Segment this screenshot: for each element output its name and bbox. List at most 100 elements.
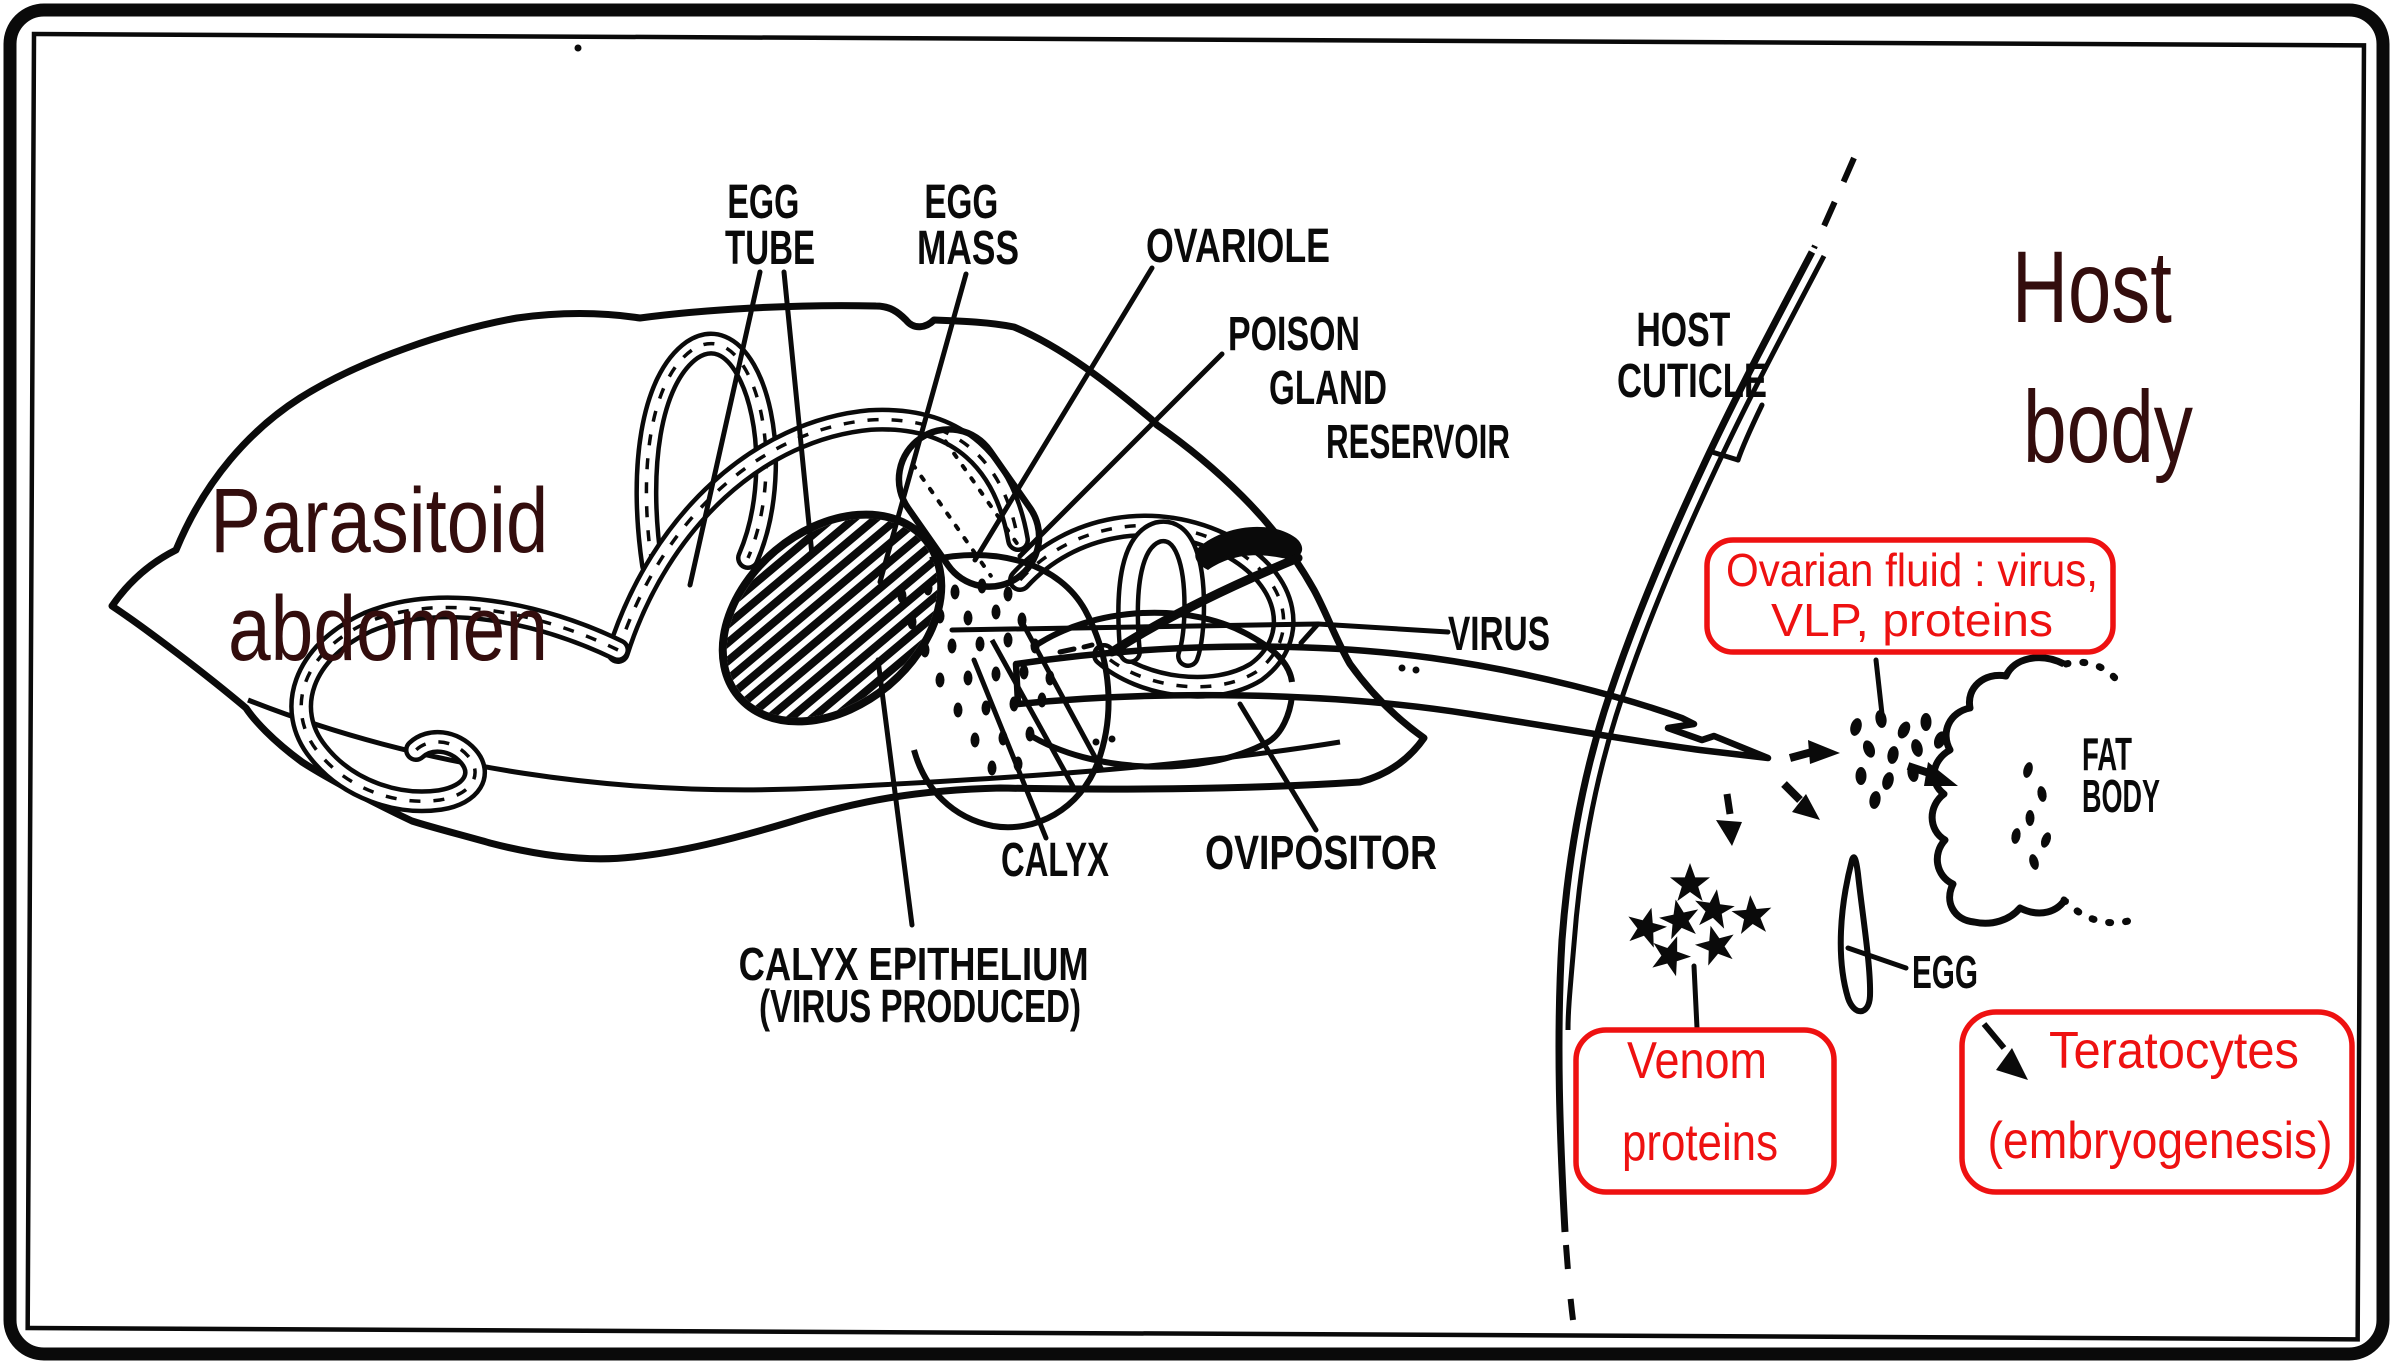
callout-ovarian-fluid-box bbox=[1704, 537, 2116, 655]
ovipositor-sheath-top bbox=[1030, 609, 1295, 683]
ovariole-label: OVARIOLE bbox=[1146, 220, 1330, 273]
calyx-pointer bbox=[971, 657, 1049, 841]
fat-body-label: FAT BODY bbox=[2082, 728, 2160, 822]
ovipositor-dash-marks bbox=[1057, 642, 1095, 655]
calyx-epithelium-label: CALYX EPITHELIUM (VIRUS PRODUCED) bbox=[739, 938, 1102, 1032]
parasitoid-abdomen-title: Parasitoid abdomen bbox=[210, 470, 574, 680]
callout-venom-line1: Venom bbox=[1627, 1032, 1767, 1090]
egg-mass-label: EGG MASS bbox=[917, 176, 1019, 275]
pointer-lines bbox=[687, 265, 1909, 1031]
callout-ovarian-fluid: Ovarian fluid : virus, VLP, proteins bbox=[1704, 537, 2116, 655]
arrow-down-right-icon bbox=[1781, 781, 1820, 820]
host-cuticle-lines bbox=[1555, 156, 1857, 1321]
host-cuticle-pointer bbox=[1735, 402, 1765, 463]
egg-tube-loop-dashes bbox=[644, 341, 768, 566]
egg-tube-pointer-left bbox=[687, 269, 763, 588]
egg-tube-pointer-right bbox=[781, 269, 815, 558]
calyx-virus-dots bbox=[897, 578, 1055, 776]
egg-mass-outline bbox=[718, 510, 946, 726]
fat-body-dots bbox=[2011, 762, 2052, 870]
ovariole-arch-dashes bbox=[616, 417, 1020, 653]
host-cuticle-label-line1: HOST bbox=[1636, 304, 1730, 357]
venom-star-icon bbox=[1656, 895, 1704, 941]
duct-crescent bbox=[1195, 526, 1303, 570]
teratocyte-arrow-icon bbox=[1981, 1022, 2028, 1080]
ovipositor-sheath-bottom bbox=[1026, 695, 1295, 770]
callout-teratocytes-line1: Teratocytes bbox=[2049, 1022, 2299, 1080]
egg-tube-label-line2: TUBE bbox=[725, 222, 815, 275]
egg-tube-label: EGG TUBE bbox=[725, 176, 815, 275]
duct-hook-inner bbox=[1120, 523, 1202, 664]
fat-body-cloud bbox=[1928, 654, 2070, 927]
poison-gland-pointer bbox=[1017, 351, 1225, 559]
venom-star-icon bbox=[1730, 893, 1774, 935]
host-cuticle-label: HOST CUTICLE bbox=[1617, 304, 1767, 408]
callout-ovarian-fluid-line2: VLP, proteins bbox=[1771, 594, 2053, 646]
calyx-strand-1 bbox=[989, 638, 1078, 792]
callout-venom-line2: proteins bbox=[1622, 1114, 1778, 1172]
ovariole-coil-dashes bbox=[299, 605, 619, 803]
cuticle-line-outer bbox=[1555, 250, 1816, 1233]
injected-virus-dots bbox=[1850, 710, 1947, 809]
ovipositor-shaft bbox=[1012, 643, 1772, 762]
parasitoid-title-line2: abdomen bbox=[228, 578, 548, 680]
abdomen-outline bbox=[108, 302, 1428, 863]
arrow-down-icon bbox=[1716, 793, 1742, 846]
fat-body-shape bbox=[1928, 654, 2142, 927]
host-side bbox=[1622, 654, 2142, 1015]
stray-dot bbox=[574, 44, 582, 52]
inner-frame bbox=[25, 31, 2367, 1342]
egg-tube-label-line1: EGG bbox=[727, 176, 799, 229]
host-body-title: Host body bbox=[2012, 230, 2200, 484]
cuticle-dashed-top bbox=[1811, 156, 1857, 250]
ovipositor-pointer bbox=[1237, 701, 1319, 833]
poison-label-line1: POISON bbox=[1228, 308, 1360, 361]
arrow-tip-to-dots-icon bbox=[1788, 740, 1840, 764]
parasitoid-title-line1: Parasitoid bbox=[210, 470, 548, 572]
ovarian-fluid-pointer bbox=[1873, 657, 1885, 717]
egg-shape bbox=[1837, 854, 1874, 1015]
fat-body-label-line2: BODY bbox=[2082, 770, 2160, 822]
callout-teratocytes: Teratocytes (embryogenesis) bbox=[1959, 1009, 2355, 1195]
virus-label: VIRUS bbox=[1448, 608, 1550, 661]
region-titles: Parasitoid abdomen Host body bbox=[210, 230, 2200, 680]
calyx-epithelium-label-line1: CALYX EPITHELIUM bbox=[739, 938, 1089, 990]
ovipositor-dot-marks bbox=[1092, 664, 1420, 746]
callout-venom-box bbox=[1573, 1027, 1837, 1195]
figure-border bbox=[3, 3, 2390, 1361]
fat-body-label-line1: FAT bbox=[2082, 728, 2132, 780]
ovariole-tubes bbox=[289, 331, 1296, 814]
callouts: Ovarian fluid : virus, VLP, proteins Ven… bbox=[1573, 537, 2355, 1195]
outer-frame bbox=[3, 3, 2390, 1361]
egg-pointer bbox=[1845, 945, 1909, 971]
host-cuticle-pointer-tick bbox=[1709, 449, 1741, 463]
ovipositor-label: OVIPOSITOR bbox=[1205, 827, 1437, 880]
host-cuticle-label-line2: CUTICLE bbox=[1617, 355, 1767, 408]
venom-stars bbox=[1622, 863, 1774, 979]
callout-venom: Venom proteins bbox=[1573, 1027, 1837, 1195]
host-title-line2: body bbox=[2023, 370, 2193, 484]
calyx-epithelium-label-line2: (VIRUS PRODUCED) bbox=[759, 980, 1081, 1032]
callout-ovarian-fluid-line1: Ovarian fluid : virus, bbox=[1726, 544, 2098, 596]
ovariole-right-loop-dashes bbox=[1018, 523, 1286, 689]
callout-teratocytes-line2: (embryogenesis) bbox=[1988, 1112, 2333, 1170]
cuticle-dashed-bottom bbox=[1563, 1244, 1576, 1321]
cuticle-line-inner bbox=[1565, 254, 1827, 1031]
fat-body-dotted-bottom bbox=[2060, 896, 2142, 927]
fat-body-dotted-top bbox=[2062, 658, 2125, 690]
calyx-label: CALYX bbox=[1001, 834, 1109, 887]
oviduct-junction bbox=[1107, 519, 1303, 668]
poison-gland-reservoir-label: POISON GLAND RESERVOIR bbox=[1228, 308, 1510, 469]
host-title-line1: Host bbox=[2012, 230, 2172, 344]
venom-pointer bbox=[1691, 963, 1700, 1031]
poison-label-line2: GLAND bbox=[1269, 362, 1387, 415]
virus-pointer-tick bbox=[1298, 621, 1321, 646]
venom-star-icon bbox=[1622, 902, 1671, 950]
duct-swoosh bbox=[1107, 553, 1303, 657]
venom-star-icon bbox=[1670, 863, 1710, 901]
egg-mass-label-line1: EGG bbox=[924, 176, 998, 229]
egg-mass-label-line2: MASS bbox=[917, 222, 1019, 275]
egg-mass-pointer bbox=[877, 271, 969, 585]
